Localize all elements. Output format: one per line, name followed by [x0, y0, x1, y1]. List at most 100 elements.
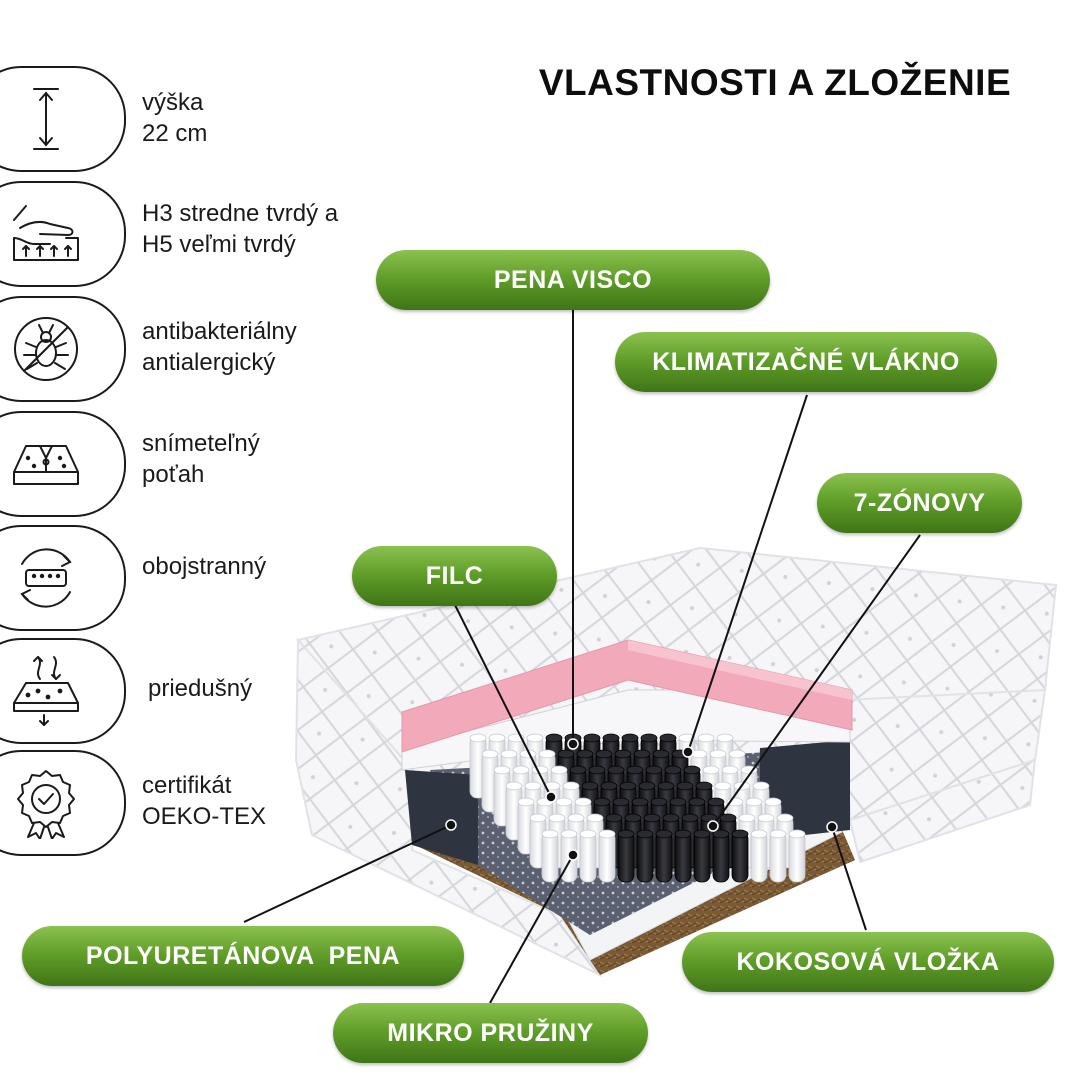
pocket-spring-top — [676, 781, 694, 791]
pocket-spring-top — [557, 749, 575, 759]
label-klimatizacne-vlakno: KLIMATIZAČNÉ VLÁKNO — [615, 332, 997, 392]
pocket-spring — [598, 831, 616, 883]
feature-antibacterial — [0, 296, 126, 402]
pocket-spring-top — [581, 781, 599, 791]
pocket-spring-top — [500, 749, 518, 759]
pocket-spring-top — [560, 829, 578, 839]
pocket-spring — [655, 831, 673, 883]
label-filc: FILC — [352, 546, 557, 606]
pocket-spring-top — [602, 733, 620, 743]
feature-double-sided-text: obojstranný — [142, 553, 267, 580]
leader-dots — [445, 738, 838, 861]
pocket-spring-top — [659, 733, 677, 743]
pocket-spring-top — [598, 829, 616, 839]
pocket-spring-top — [583, 733, 601, 743]
pocket-spring-top — [569, 765, 587, 775]
pocket-spring-top — [481, 749, 499, 759]
feature-removable-cover — [0, 411, 126, 517]
airflow-icon — [13, 656, 79, 726]
flip-mattress-icon — [20, 548, 72, 608]
pocket-spring-top — [652, 749, 670, 759]
pocket-spring-top — [655, 829, 673, 839]
pocket-spring-top — [633, 749, 651, 759]
pocket-spring-top — [712, 829, 730, 839]
pocket-spring — [731, 831, 749, 883]
pocket-spring-top — [738, 813, 756, 823]
feature-certificate — [0, 750, 126, 856]
pocket-spring-top — [607, 765, 625, 775]
pocket-spring-top — [617, 829, 635, 839]
pocket-spring-top — [612, 797, 630, 807]
pocket-spring-top — [640, 733, 658, 743]
pocket-spring-top — [562, 781, 580, 791]
pocket-spring-top — [669, 797, 687, 807]
pocket-spring-top — [750, 829, 768, 839]
pocket-spring — [579, 831, 597, 883]
pocket-spring — [617, 831, 635, 883]
pocket-spring-top — [745, 797, 763, 807]
page-title: VLASTNOSTI A ZLOŽENIE — [538, 62, 1012, 103]
label-pena-visco: PENA VISCO — [376, 250, 770, 310]
pocket-spring-top — [574, 797, 592, 807]
pocket-spring-top — [645, 765, 663, 775]
feature-breathable-text: priedušný — [148, 675, 253, 702]
pocket-spring-top — [593, 797, 611, 807]
pocket-spring-top — [517, 797, 535, 807]
pocket-spring-top — [662, 813, 680, 823]
pocket-spring-top — [709, 749, 727, 759]
pocket-spring-top — [697, 733, 715, 743]
pocket-spring-top — [621, 733, 639, 743]
height-arrow-icon — [33, 88, 59, 150]
certificate-badge-icon — [17, 770, 75, 839]
pocket-spring — [712, 831, 730, 883]
pocket-spring-top — [595, 749, 613, 759]
pocket-spring-top — [493, 765, 511, 775]
pocket-spring-top — [538, 749, 556, 759]
pocket-spring-top — [731, 829, 749, 839]
pocket-spring-top — [588, 765, 606, 775]
pocket-spring-top — [619, 781, 637, 791]
feature-height — [0, 66, 126, 172]
label-7-zonovy: 7-ZÓNOVY — [817, 473, 1022, 533]
pocket-spring-top — [683, 765, 701, 775]
pocket-spring-top — [579, 829, 597, 839]
label-mikro-pruziny: MIKRO PRUŽINY — [333, 1003, 648, 1063]
zipper-cover-icon — [13, 445, 79, 485]
pocket-spring-top — [721, 765, 739, 775]
pocket-spring-top — [728, 749, 746, 759]
pocket-spring-top — [636, 829, 654, 839]
pocket-spring-top — [681, 813, 699, 823]
pocket-spring-top — [545, 733, 563, 743]
feature-firmness — [0, 181, 126, 287]
pocket-spring-top — [643, 813, 661, 823]
label-kokosova-vlozka: KOKOSOVÁ VLOŽKA — [682, 932, 1054, 992]
feature-breathable — [0, 638, 126, 744]
pocket-spring-top — [541, 829, 559, 839]
no-bug-icon — [14, 317, 78, 381]
pocket-spring-top — [769, 829, 787, 839]
label-polyuretanova-pena: POLYURETÁNOVA PENA — [22, 926, 464, 986]
pocket-spring — [674, 831, 692, 883]
pocket-spring-top — [488, 733, 506, 743]
pocket-spring-top — [693, 829, 711, 839]
pocket-spring-top — [614, 749, 632, 759]
pocket-spring — [541, 831, 559, 883]
pocket-spring-top — [757, 813, 775, 823]
pocket-spring — [636, 831, 654, 883]
pocket-spring-top — [695, 781, 713, 791]
pocket-spring-top — [707, 797, 725, 807]
pocket-spring-top — [688, 797, 706, 807]
pocket-spring-top — [624, 813, 642, 823]
pocket-spring-top — [776, 813, 794, 823]
pocket-spring-top — [529, 813, 547, 823]
pocket-spring-top — [512, 765, 530, 775]
pocket-spring — [750, 831, 768, 883]
pocket-spring-top — [788, 829, 806, 839]
pocket-spring-top — [650, 797, 668, 807]
pocket-spring-top — [567, 813, 585, 823]
